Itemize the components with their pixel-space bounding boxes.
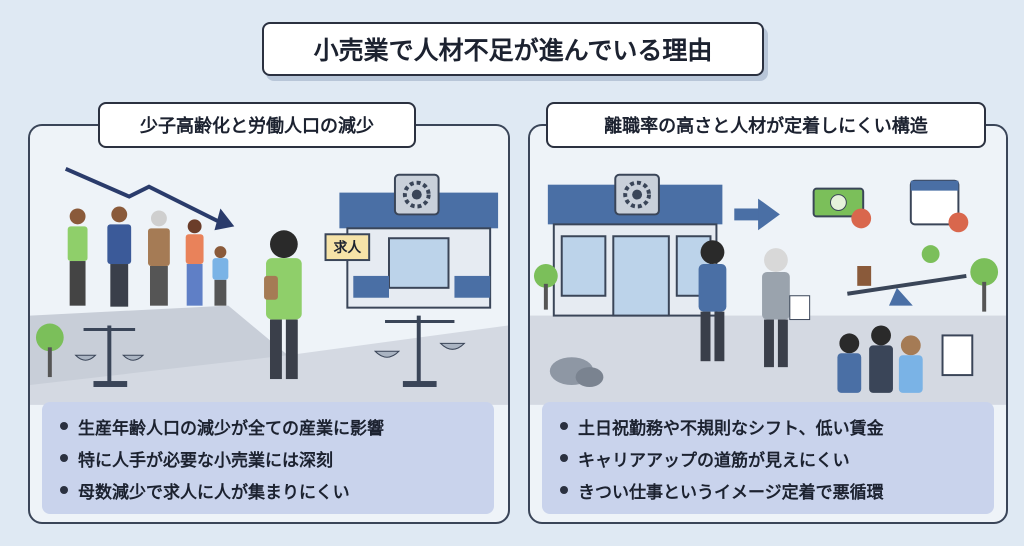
downtrend-arrow-icon (64, 166, 235, 231)
tree-icon (970, 258, 999, 312)
bullet-text: 土日祝勤務や不規則なシフト、低い賃金 (578, 418, 884, 439)
bullet-text: 生産年齢人口の減少が全ての産業に影響 (78, 418, 384, 439)
leaving-workers-icon (698, 240, 811, 368)
bullet-item: 母数減少で求人に人が集まりにくい (60, 474, 476, 506)
bullet-text: 特に人手が必要な小売業には深刻 (78, 450, 333, 471)
money-icon (812, 187, 872, 229)
left-bullets: 生産年齢人口の減少が全ての産業に影響 特に人手が必要な小売業には深刻 母数減少で… (42, 402, 494, 514)
bullet-dot (60, 486, 68, 494)
left-panel-heading: 少子高齢化と労働人口の減少 (98, 102, 416, 148)
right-bullets: 土日祝勤務や不規則なシフト、低い賃金 キャリアアップの道筋が見えにくい きつい仕… (542, 402, 994, 514)
rocks-icon (549, 357, 604, 387)
gear-icon (614, 173, 660, 216)
arrow-right-icon (734, 198, 780, 231)
bullet-dot (60, 422, 68, 430)
bullet-text: きつい仕事というイメージ定着で悪循環 (578, 482, 884, 503)
people-group-icon (67, 206, 229, 307)
left-panel: 求人 生産年齢人口の減少が全ての産業に影響 特に人手が必要な小売業には深刻 母数… (28, 124, 510, 524)
balance-scale-icon (74, 325, 145, 387)
bullet-item: きつい仕事というイメージ定着で悪循環 (560, 474, 976, 506)
bullet-dot (560, 454, 568, 462)
bullet-item: 土日祝勤務や不規則なシフト、低い賃金 (560, 410, 976, 442)
right-panel: 土日祝勤務や不規則なシフト、低い賃金 キャリアアップの道筋が見えにくい きつい仕… (528, 124, 1008, 524)
bullet-text: 母数減少で求人に人が集まりにくい (78, 482, 350, 503)
left-scene-illustration: 求人 (30, 127, 508, 405)
bullet-dot (560, 486, 568, 494)
job-seeker-icon (264, 230, 302, 380)
tree-icon (533, 264, 558, 310)
bullet-item: 生産年齢人口の減少が全ての産業に影響 (60, 410, 476, 442)
bullet-item: 特に人手が必要な小売業には深刻 (60, 442, 476, 474)
balance-scale-icon (373, 315, 466, 387)
right-scene-illustration (530, 127, 1006, 405)
bullet-text: キャリアアップの道筋が見えにくい (578, 450, 850, 471)
calendar-icon (909, 179, 969, 233)
job-sign-text: 求人 (333, 239, 361, 256)
bullet-item: キャリアアップの道筋が見えにくい (560, 442, 976, 474)
bullet-dot (560, 422, 568, 430)
tree-icon (35, 323, 64, 378)
right-panel-heading: 離職率の高さと人材が定着しにくい構造 (546, 102, 986, 148)
troubled-staff-icon (837, 325, 974, 393)
seesaw-icon (847, 245, 967, 306)
gear-icon (393, 173, 440, 216)
main-title: 小売業で人材不足が進んでいる理由 (262, 22, 764, 76)
bullet-dot (60, 454, 68, 462)
